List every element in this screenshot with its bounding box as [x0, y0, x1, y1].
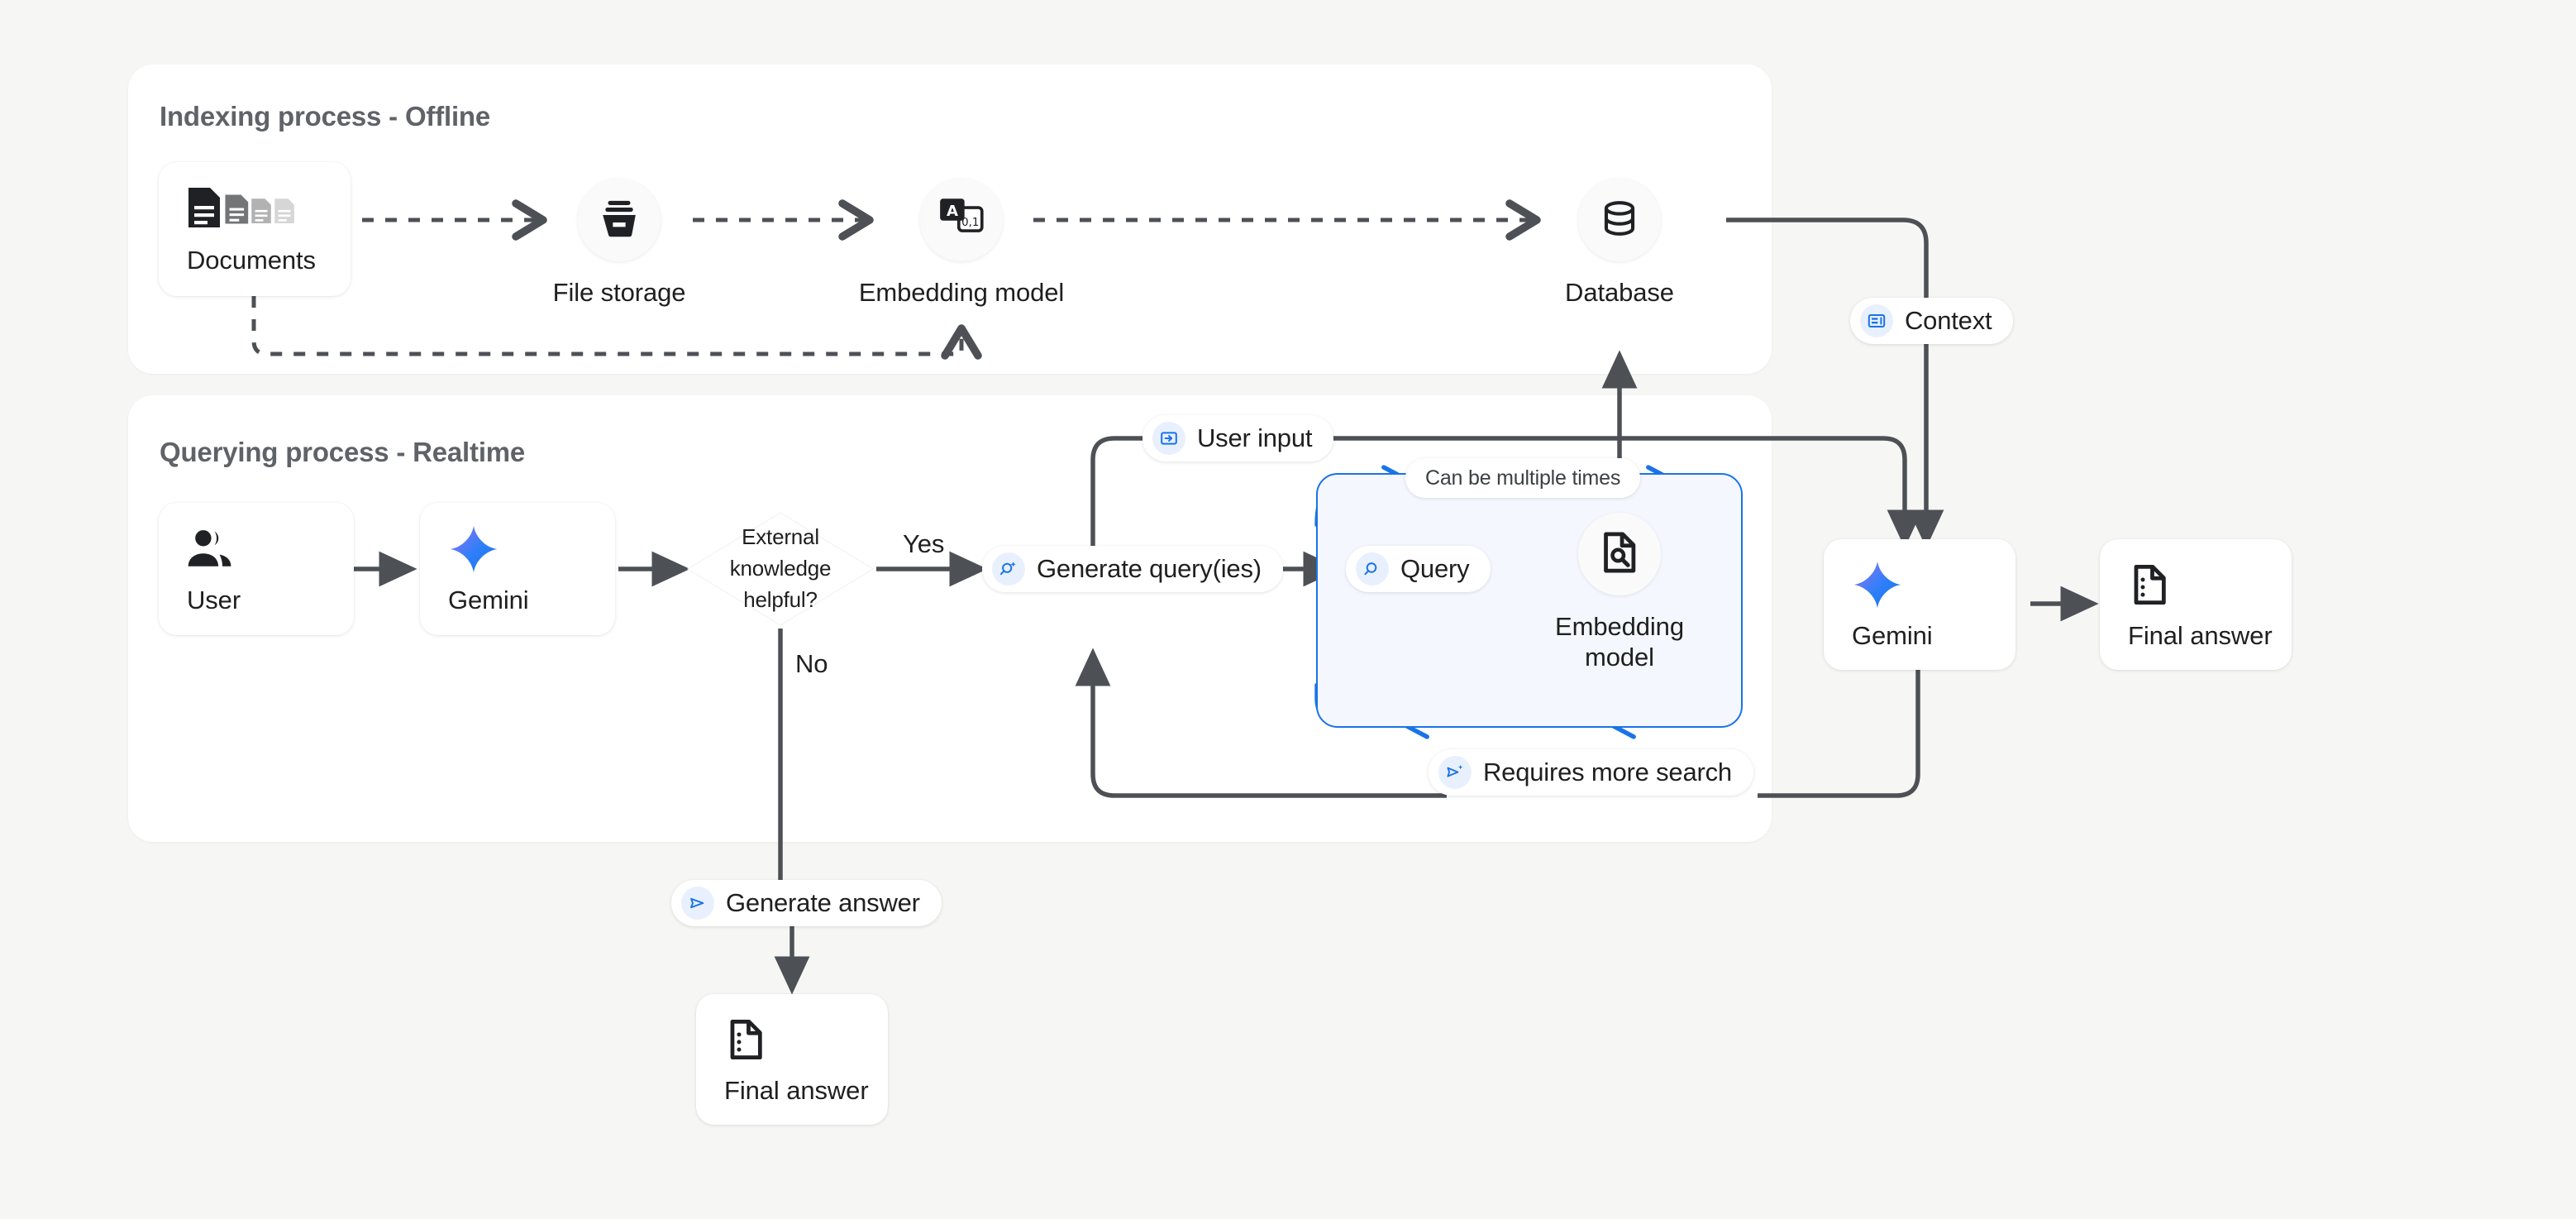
- pill-user-input[interactable]: User input: [1143, 415, 1334, 461]
- final-answer-icon: [724, 1013, 888, 1066]
- file-storage-icon: [597, 196, 642, 245]
- loop-box-retrieval: [1316, 473, 1743, 728]
- node-final-answer-right[interactable]: Final answer: [2100, 539, 2292, 670]
- documents-icon: [187, 183, 351, 236]
- final-answer-icon: [2128, 558, 2292, 611]
- node-label: File storage: [552, 278, 686, 307]
- node-label: Final answer: [2128, 621, 2273, 650]
- node-gemini-left[interactable]: Gemini: [420, 503, 615, 635]
- pill-label: Context: [1905, 306, 1992, 335]
- node-label: Embedding model: [858, 278, 1065, 307]
- input-arrow-icon: [1152, 422, 1185, 455]
- node-gemini-right[interactable]: Gemini: [1824, 539, 2015, 670]
- node-embedding-model-query[interactable]: Embedding model: [1546, 513, 1693, 672]
- panel-indexing-title: Indexing process - Offline: [160, 101, 491, 131]
- pill-label: Generate answer: [726, 888, 920, 917]
- document-search-icon: [1598, 531, 1641, 578]
- pill-requires-more-search[interactable]: Requires more search: [1429, 749, 1753, 796]
- node-final-answer-bottom[interactable]: Final answer: [696, 994, 888, 1125]
- search-sparkle-icon: [992, 552, 1025, 586]
- svg-text:A: A: [947, 202, 958, 219]
- node-label: User: [187, 586, 241, 614]
- node-label: Final answer: [724, 1076, 869, 1105]
- panel-querying-title: Querying process - Realtime: [160, 437, 526, 467]
- send-icon: [681, 887, 714, 920]
- node-label: Database: [1565, 278, 1674, 307]
- svg-text:0,1: 0,1: [961, 217, 979, 229]
- pill-generate-queries[interactable]: Generate query(ies): [982, 546, 1283, 592]
- pill-generate-answer[interactable]: Generate answer: [671, 880, 942, 926]
- node-label: Gemini: [448, 586, 529, 614]
- node-database[interactable]: Database: [1546, 179, 1693, 308]
- context-panel-icon: [1860, 304, 1893, 337]
- translate-embedding-icon: 0,1 A: [938, 195, 985, 246]
- node-decision-external-knowledge[interactable]: External knowledge helpful?: [685, 509, 876, 629]
- node-user[interactable]: User: [159, 503, 354, 635]
- node-embedding-model-index[interactable]: 0,1 A Embedding model: [859, 179, 1064, 308]
- node-label: Gemini: [1852, 621, 1933, 650]
- node-label: Documents: [187, 246, 316, 275]
- edge-label-no: No: [795, 649, 828, 678]
- pill-label: Requires more search: [1483, 758, 1732, 786]
- pill-label: Query: [1400, 554, 1470, 583]
- edge-label-yes: Yes: [903, 529, 945, 558]
- pill-label: Can be multiple times: [1425, 466, 1621, 490]
- gemini-sparkle-icon: [448, 523, 615, 576]
- pill-context[interactable]: Context: [1850, 298, 2014, 344]
- node-documents[interactable]: Documents: [159, 162, 351, 296]
- pill-label: Generate query(ies): [1037, 554, 1262, 583]
- user-group-icon: [187, 523, 354, 576]
- pill-query[interactable]: Query: [1346, 546, 1491, 592]
- database-icon: [1598, 197, 1641, 244]
- gemini-sparkle-icon: [1852, 558, 2015, 611]
- search-icon: [1356, 552, 1389, 586]
- decision-label: External knowledge helpful?: [729, 524, 832, 612]
- send-sparkle-icon: [1438, 756, 1472, 789]
- node-label: Embedding model: [1555, 612, 1684, 672]
- node-file-storage[interactable]: File storage: [546, 179, 693, 308]
- pill-can-be-multiple-times: Can be multiple times: [1405, 458, 1641, 498]
- pill-label: User input: [1197, 423, 1313, 452]
